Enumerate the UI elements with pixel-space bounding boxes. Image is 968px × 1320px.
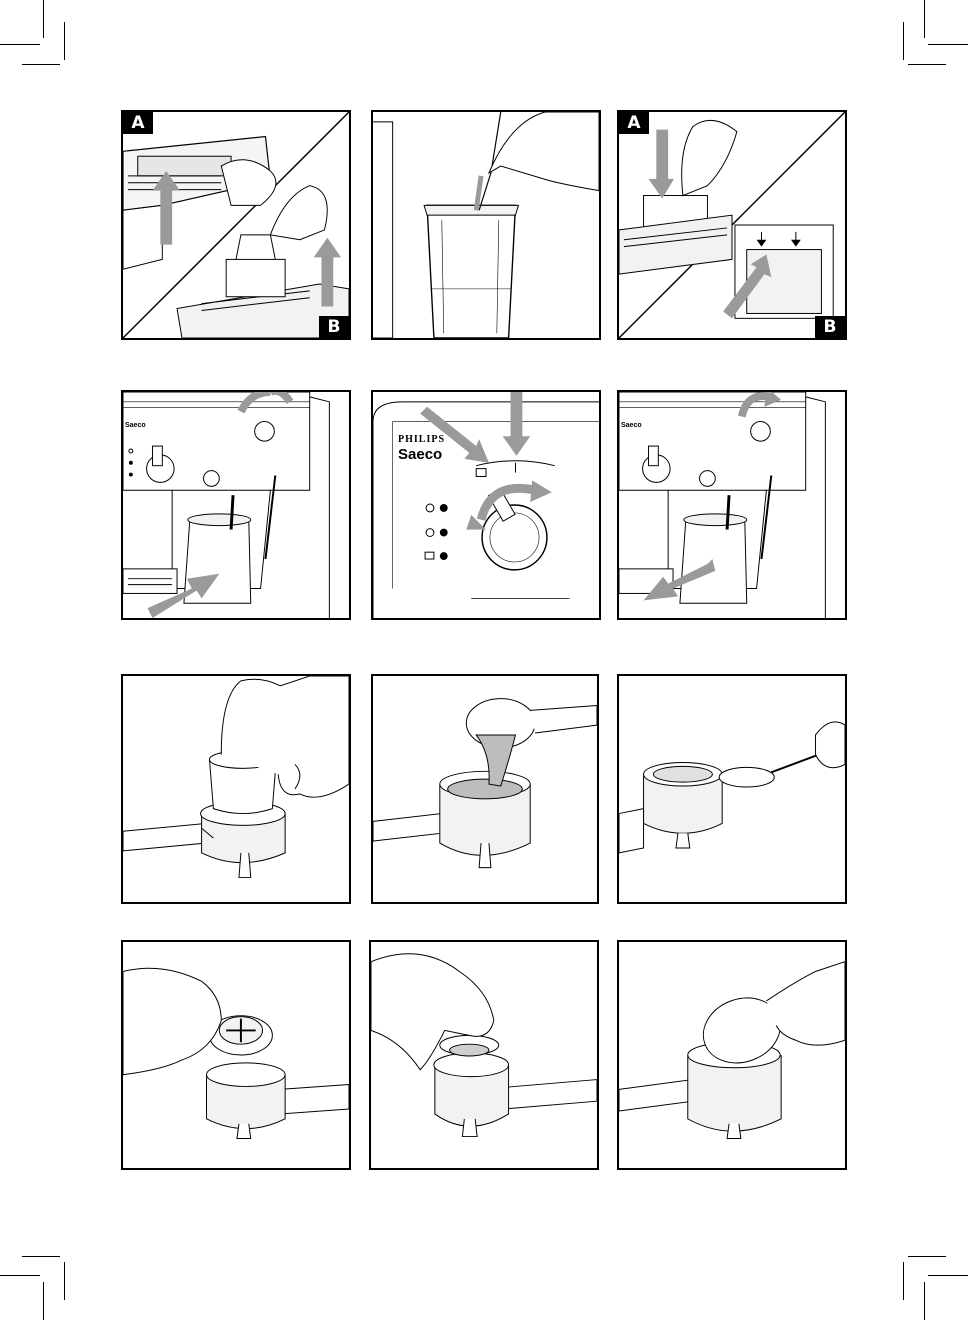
crop-mark	[22, 1256, 60, 1257]
crop-mark	[924, 0, 925, 38]
badge-a: A	[619, 112, 649, 134]
brand-label: Saeco	[125, 422, 146, 429]
badge-a: A	[123, 112, 153, 134]
step-steam-off: Saeco	[617, 390, 847, 620]
step-add-ground-coffee	[371, 674, 599, 904]
crop-mark	[908, 1256, 946, 1257]
arrow-down-icon	[648, 130, 674, 199]
badge-b: B	[319, 316, 349, 338]
crop-mark	[43, 1282, 44, 1320]
crop-mark	[64, 1262, 65, 1300]
crop-mark	[0, 1275, 40, 1276]
crop-mark	[928, 1275, 968, 1276]
crop-mark	[903, 22, 904, 60]
brand-philips-label: PHILIPS	[398, 434, 445, 445]
crop-mark	[924, 1282, 925, 1320]
crop-mark	[43, 0, 44, 38]
step-selector-knob: PHILIPS Saeco	[371, 390, 601, 620]
crop-mark	[928, 44, 968, 45]
crop-mark	[64, 22, 65, 60]
step-insert-pod-adapter	[121, 940, 351, 1170]
step-steam-on: Saeco	[121, 390, 351, 620]
crop-mark	[903, 1262, 904, 1300]
brand-label: Saeco	[621, 422, 642, 429]
crop-mark	[22, 64, 60, 65]
badge-b: B	[815, 316, 845, 338]
step-insert-pod	[617, 940, 847, 1170]
step-insert-pod-filter	[369, 940, 599, 1170]
step-insert-filter	[121, 674, 351, 904]
step-fill-tank-pour	[371, 110, 601, 340]
crop-mark	[908, 64, 946, 65]
brand-saeco-label: Saeco	[398, 446, 442, 463]
crop-mark	[0, 44, 40, 45]
step-fill-tank-insert: A B	[617, 110, 847, 340]
step-fill-tank-remove: A B	[121, 110, 351, 340]
step-level-coffee	[617, 674, 847, 904]
